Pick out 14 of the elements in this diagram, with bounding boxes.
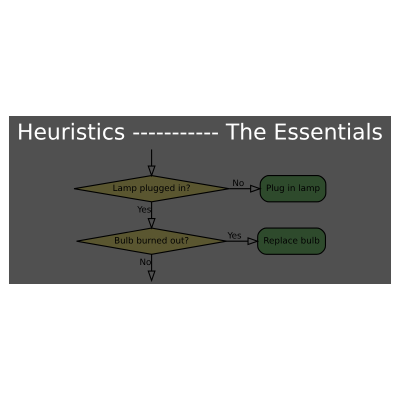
edge-label: Yes	[137, 205, 152, 216]
edge-label: No	[232, 179, 244, 190]
arrow	[226, 237, 260, 246]
edge-label: No	[139, 258, 152, 268]
node-diamond: Lamp plugged in?	[73, 175, 230, 202]
arrow	[148, 202, 156, 230]
node-box: Plug in lamp	[260, 175, 326, 202]
arrow	[229, 184, 262, 193]
node-diamond: Bulb burned out?	[76, 228, 228, 255]
diagram-title: Heuristics ----------- The Essentials	[17, 120, 383, 146]
node-box: Replace bulb	[257, 228, 326, 255]
edge-label: Yes	[227, 232, 242, 242]
arrow	[148, 254, 156, 282]
arrow	[148, 149, 156, 178]
